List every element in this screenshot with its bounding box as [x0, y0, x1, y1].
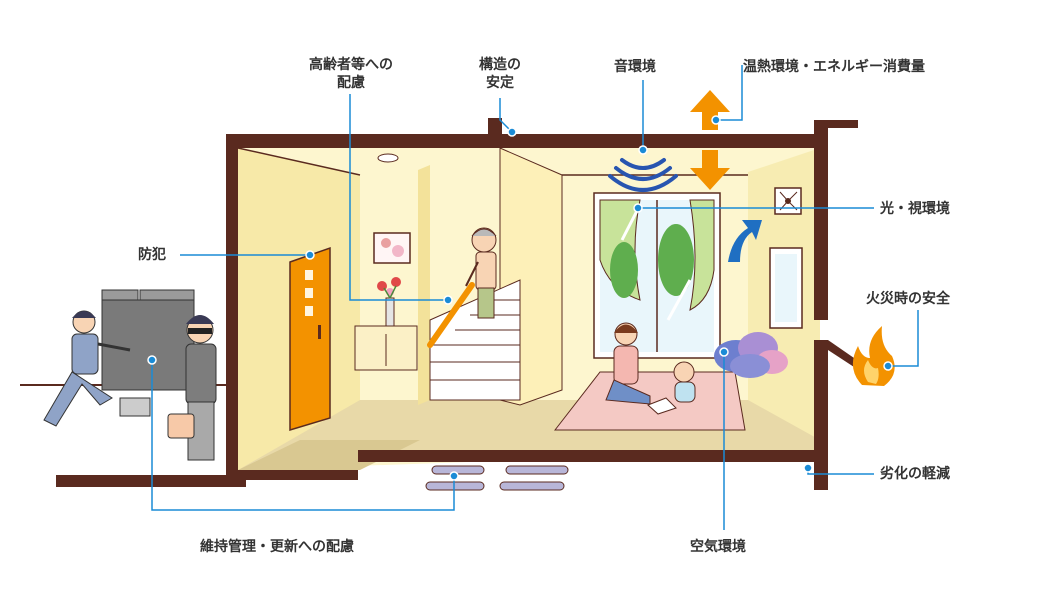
- label-structure: 構造の 安定: [468, 56, 532, 92]
- side-window: [769, 247, 803, 329]
- label-fire: 火災時の安全: [866, 291, 950, 307]
- leader-maintenance: [151, 360, 455, 511]
- leader-elderly: [349, 94, 448, 301]
- thermal-arrows-icon: [690, 90, 730, 190]
- label-elderly-line1: 高齢者等への: [309, 57, 393, 73]
- air-cloud-icon: [714, 332, 788, 378]
- flower-vase: [377, 277, 401, 327]
- label-crime: 防犯: [138, 247, 166, 263]
- baby-figure: [673, 361, 696, 403]
- book: [647, 397, 677, 415]
- mother-figure: [605, 322, 651, 405]
- entrance-door: [289, 246, 331, 432]
- leader-lines: [151, 65, 919, 530]
- label-structure-line2: 安定: [486, 75, 514, 91]
- label-elderly: 高齢者等への 配慮: [292, 56, 410, 92]
- burglar-kneeling: [43, 310, 131, 427]
- house-frame: [56, 118, 858, 490]
- outdoor-wall-panel: [101, 289, 195, 391]
- elderly-person: [465, 227, 497, 319]
- leader-thermal: [716, 65, 743, 121]
- leader-structure: [499, 98, 513, 133]
- label-structure-line1: 構造の: [479, 57, 521, 73]
- wall-picture: [373, 232, 411, 264]
- sound-waves-icon: [608, 158, 678, 192]
- toolbox: [119, 397, 151, 417]
- ceiling-line: [237, 147, 361, 176]
- handrail: [427, 282, 475, 348]
- label-air: 空気環境: [690, 539, 746, 555]
- flame-icon: [852, 326, 895, 386]
- leader-dots: [147, 115, 893, 481]
- ventilation-fan: [774, 187, 802, 215]
- label-elderly-line2: 配慮: [337, 75, 365, 91]
- underfloor-pipes: [425, 465, 569, 491]
- stair-partition-wall: [418, 165, 430, 405]
- entrance-floor: [238, 440, 420, 470]
- living-window: [593, 192, 721, 359]
- airflow-arrow-icon: [728, 220, 762, 262]
- ceiling-light: [377, 153, 399, 163]
- label-thermal: 温熱環境・エネルギー消費量: [743, 59, 925, 75]
- leader-fire: [888, 310, 919, 367]
- label-maintenance: 維持管理・更新への配慮: [200, 539, 354, 555]
- shoe-cabinet: [354, 325, 418, 371]
- label-deterioration: 劣化の軽減: [880, 466, 950, 482]
- burglar-standing: [167, 315, 217, 461]
- label-light: 光・視環境: [880, 201, 950, 217]
- label-sound: 音環境: [614, 59, 656, 75]
